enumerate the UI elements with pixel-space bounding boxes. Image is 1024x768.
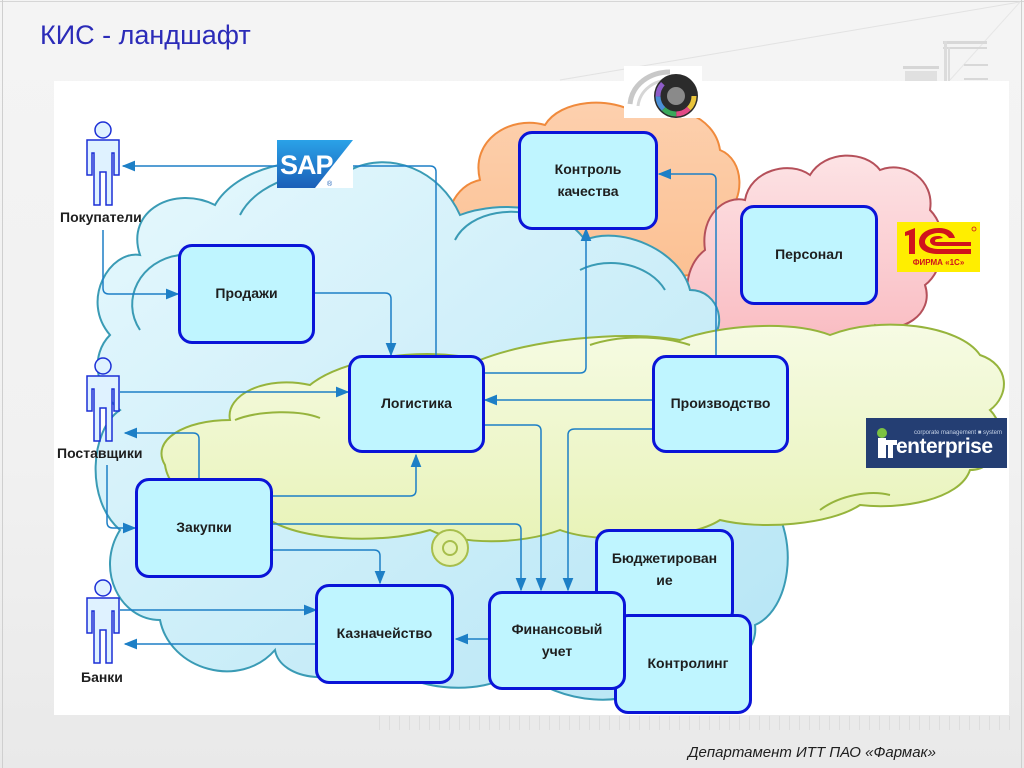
sap-registered-mark: ® [327, 180, 333, 188]
actor-suppliers-icon [86, 357, 120, 442]
flow-suppliers-to-purchasing [106, 465, 137, 534]
actor-banks-icon [86, 579, 120, 664]
slide-frame-right [1021, 0, 1022, 768]
it-enterprise-tagline: corporate management ■ system [914, 430, 1002, 436]
module-logistics[interactable]: Логистика [348, 355, 485, 453]
ruler-decoration [370, 716, 1010, 730]
module-controlling[interactable]: Контролинг [614, 614, 752, 714]
flow-purchasing-to-suppliers [123, 427, 200, 479]
slide-title: КИС - ландшафт [40, 20, 251, 50]
module-treasury[interactable]: Казначейство [315, 584, 454, 684]
actor-buyers-label: Покупатели [60, 209, 142, 225]
flow-purchasing-to-logistics [272, 453, 422, 497]
module-budgeting-label: Бюджетирован ие [611, 550, 718, 588]
onec-logo: ФИРМА «1С» [897, 222, 980, 272]
sap-logo-text: SAP [280, 150, 334, 180]
slide-frame-top [0, 1, 1024, 2]
actor-suppliers-label: Поставщики [57, 445, 143, 461]
onec-logo-subtitle: ФИРМА «1С» [912, 258, 965, 267]
module-controlling-label: Контролинг [647, 655, 729, 672]
module-production-label: Производство [670, 395, 771, 412]
it-enterprise-name: enterprise [896, 435, 993, 458]
module-personnel[interactable]: Персонал [740, 205, 878, 305]
module-treasury-label: Казначейство [336, 625, 433, 642]
process-wheel-logo [624, 66, 702, 118]
flow-production-to-finance [562, 428, 652, 592]
it-enterprise-logo: corporate management ■ system enterprise [866, 418, 1007, 468]
module-production[interactable]: Производство [652, 355, 789, 453]
module-personnel-label: Персонал [775, 246, 843, 263]
module-sales-label: Продажи [215, 285, 278, 302]
flow-sap-line [353, 165, 437, 356]
process-wheel-icon [627, 69, 698, 118]
flow-logistics-to-finance [483, 424, 547, 592]
flow-production-to-quality [657, 168, 717, 357]
actor-banks-label: Банки [81, 669, 123, 685]
flow-purchasing-to-finance [272, 523, 527, 592]
flow-purchasing-to-treasury [272, 549, 386, 585]
flow-buyers-to-sales [102, 230, 180, 300]
module-quality-control[interactable]: Контроль качества [518, 131, 658, 230]
sap-logo-icon: SAP ® [277, 140, 353, 188]
slide-footer: Департамент ИТТ ПАО «Фармак» [688, 744, 936, 761]
flow-sales-to-logistics [313, 292, 397, 357]
onec-logo-icon [905, 226, 977, 254]
module-financial-accounting[interactable]: Финансовый учет [488, 591, 626, 690]
slide-frame-left [2, 0, 3, 768]
module-quality-control-label: Контроль качества [554, 160, 622, 199]
module-sales[interactable]: Продажи [178, 244, 315, 344]
actor-buyers-icon [86, 121, 120, 206]
module-financial-accounting-label: Финансовый учет [511, 620, 603, 659]
module-purchasing-label: Закупки [176, 519, 232, 536]
module-logistics-label: Логистика [381, 395, 452, 412]
it-enterprise-icon [877, 428, 897, 458]
module-purchasing[interactable]: Закупки [135, 478, 273, 578]
sap-logo: SAP ® [277, 140, 353, 188]
flow-logistics-to-quality [483, 227, 592, 374]
